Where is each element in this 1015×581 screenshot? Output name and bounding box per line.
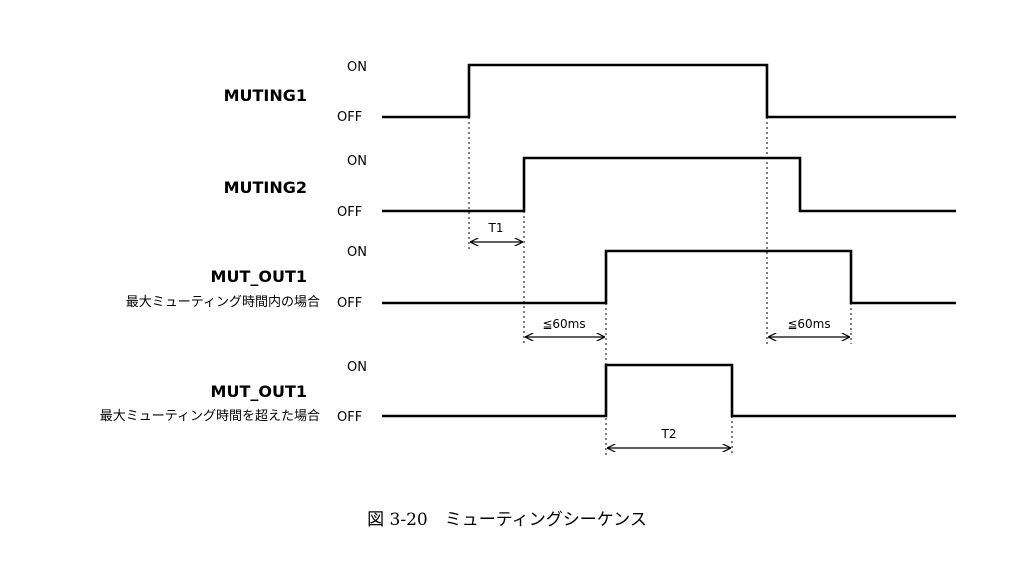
off-label-muting2: OFF bbox=[337, 205, 362, 220]
waveform-mut-out1-within bbox=[382, 249, 956, 305]
signal-name-muting1: MUTING1 bbox=[224, 86, 307, 105]
on-label-mut-out1-within: ON bbox=[347, 245, 367, 260]
signal-name-mut-out1-within: MUT_OUT1 bbox=[211, 267, 307, 286]
interval-label-delay-fall: ≦60ms bbox=[787, 317, 830, 331]
on-label-muting1: ON bbox=[347, 60, 367, 75]
waveform-mut-out1-exceeded bbox=[382, 363, 956, 418]
interval-label-t1: T1 bbox=[488, 221, 504, 235]
waveform-muting1 bbox=[382, 63, 956, 119]
off-label-muting1: OFF bbox=[337, 110, 362, 125]
off-label-mut-out1-exceeded: OFF bbox=[337, 410, 362, 425]
waveform-muting2 bbox=[382, 156, 956, 213]
signal-name-mut-out1-exceeded: MUT_OUT1 bbox=[211, 382, 307, 401]
on-label-muting2: ON bbox=[347, 154, 367, 169]
signal-sub-within-max-time: 最大ミューティング時間内の場合 bbox=[126, 294, 320, 310]
interval-label-t2: T2 bbox=[661, 427, 677, 441]
interval-label-delay-rise: ≦60ms bbox=[542, 317, 585, 331]
signal-name-muting2: MUTING2 bbox=[224, 178, 307, 197]
signal-sub-exceeded-max-time: 最大ミューティング時間を超えた場合 bbox=[100, 409, 320, 424]
on-label-mut-out1-exceeded: ON bbox=[347, 360, 367, 375]
off-label-mut-out1-within: OFF bbox=[337, 296, 362, 311]
figure-caption: 図 3-20 ミューティングシーケンス bbox=[367, 510, 647, 530]
